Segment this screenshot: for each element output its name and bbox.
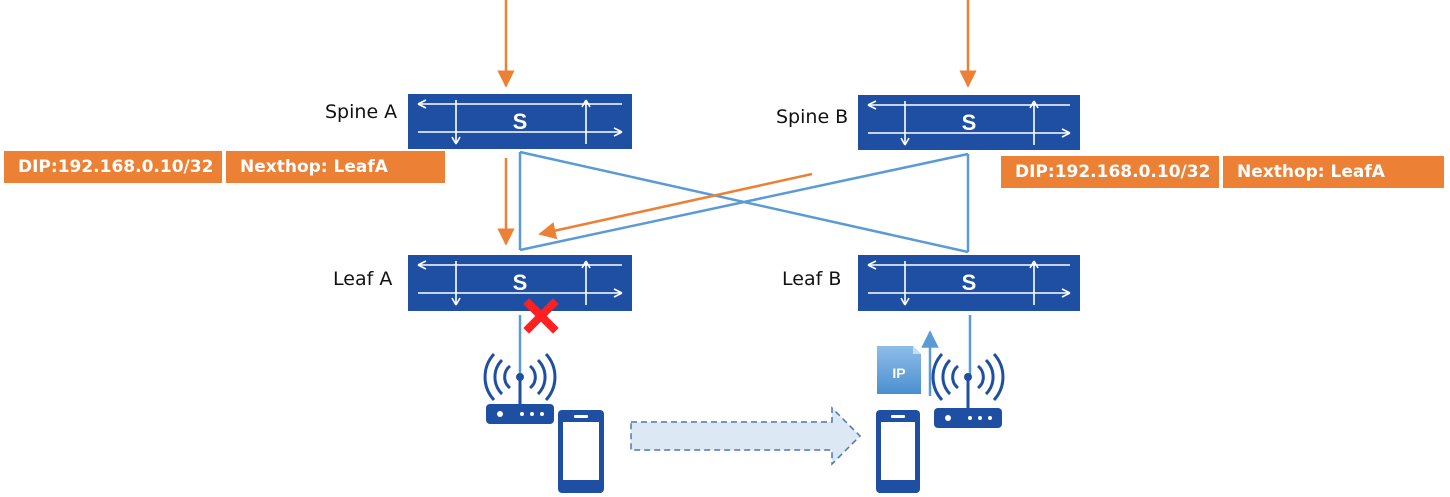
nexthop-cell: Nexthop: LeafA — [226, 151, 445, 183]
switch-glyph: S — [513, 270, 528, 295]
traffic-arrow-spineb-to-leafa — [538, 172, 813, 240]
spine-b-switch: S — [858, 95, 1080, 150]
fabric-links — [518, 150, 972, 380]
link-spineb-leafa — [519, 152, 969, 252]
leaf-a-label: Leaf A — [333, 268, 393, 290]
dip-cell: DIP:192.168.0.10/32 — [4, 151, 222, 183]
spine-b-label: Spine B — [776, 106, 849, 128]
spine-a-route-entry: DIP:192.168.0.10/32 Nexthop: LeafA — [4, 151, 445, 183]
nexthop-cell: Nexthop: LeafA — [1223, 156, 1444, 188]
ip-packet-label: IP — [892, 365, 905, 381]
mobile-phone-icon — [876, 410, 920, 493]
switch-glyph: S — [962, 110, 977, 135]
spine-b-route-entry: DIP:192.168.0.10/32 Nexthop: LeafA — [1001, 156, 1444, 188]
leaf-b-label: Leaf B — [782, 268, 842, 290]
spine-a-label: Spine A — [325, 101, 398, 123]
switch-glyph: S — [513, 109, 528, 134]
wireless-ap-icon — [931, 352, 1005, 428]
spine-a-switch: S — [408, 94, 632, 149]
leaf-b-switch: S — [858, 255, 1080, 311]
red-x-failure-icon — [523, 298, 559, 334]
traffic-flow — [497, 0, 977, 246]
dip-cell: DIP:192.168.0.10/32 — [1001, 156, 1219, 188]
ip-packet-icon: IP — [877, 346, 921, 394]
dashed-migration-arrow-icon — [630, 406, 862, 466]
switch-glyph: S — [962, 270, 977, 295]
mobile-phone-icon — [558, 410, 604, 493]
leaf-a-switch: S — [408, 255, 632, 311]
